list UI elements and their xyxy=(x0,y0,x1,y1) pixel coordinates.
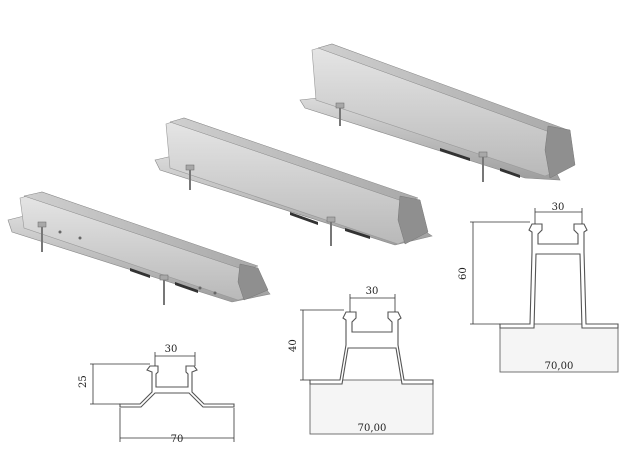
dimension-width-label: 70,00 xyxy=(358,423,387,434)
dimension-width-label: 70,00 xyxy=(545,361,574,372)
profile-large-drawing: 60 30 70,00 xyxy=(458,202,619,373)
bolt-icon xyxy=(37,221,47,252)
bolt-icon xyxy=(326,216,336,246)
dimension-top-label: 30 xyxy=(552,202,565,213)
rail-small-3d xyxy=(7,191,271,305)
bolt-icon xyxy=(159,274,169,305)
rail-medium-3d xyxy=(154,117,433,246)
profile-medium-drawing: 40 30 70,00 xyxy=(288,286,434,435)
bolt-icon xyxy=(185,164,195,190)
rail-large-3d xyxy=(299,43,576,182)
dimension-width-label: 70 xyxy=(171,434,184,445)
dimension-height-label: 60 xyxy=(458,267,469,280)
dimension-top-label: 30 xyxy=(165,344,178,355)
dimension-height-label: 40 xyxy=(288,339,299,352)
bolt-icon xyxy=(335,102,345,126)
dimension-top-label: 30 xyxy=(366,286,379,297)
profile-small-drawing: 25 30 70 xyxy=(78,344,235,445)
dimension-height-label: 25 xyxy=(78,375,89,388)
bolt-icon xyxy=(478,151,488,182)
